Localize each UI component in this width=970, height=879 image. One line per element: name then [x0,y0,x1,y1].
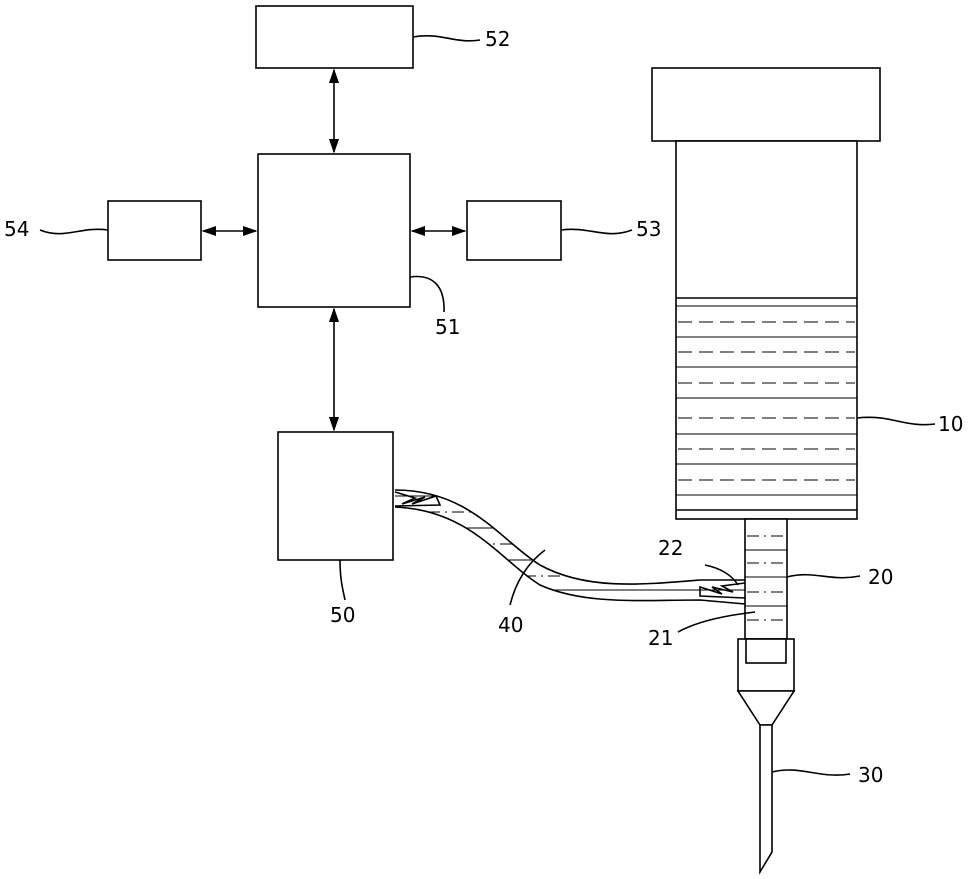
label-54: 54 [4,217,29,241]
needle [738,639,850,872]
label-40: 40 [498,613,523,637]
connector [678,519,860,639]
label-20: 20 [868,565,893,589]
controller-unit [258,154,444,312]
label-50: 50 [330,603,355,627]
label-51: 51 [435,315,460,339]
unit-54 [40,201,201,260]
pump-unit [278,432,393,600]
unit-53 [467,201,632,260]
unit-52 [256,6,480,68]
label-21: 21 [648,626,673,650]
label-52: 52 [485,27,510,51]
label-22: 22 [658,536,683,560]
label-53: 53 [636,217,661,241]
reservoir [652,68,935,519]
label-30: 30 [858,763,883,787]
label-10: 10 [938,412,963,436]
